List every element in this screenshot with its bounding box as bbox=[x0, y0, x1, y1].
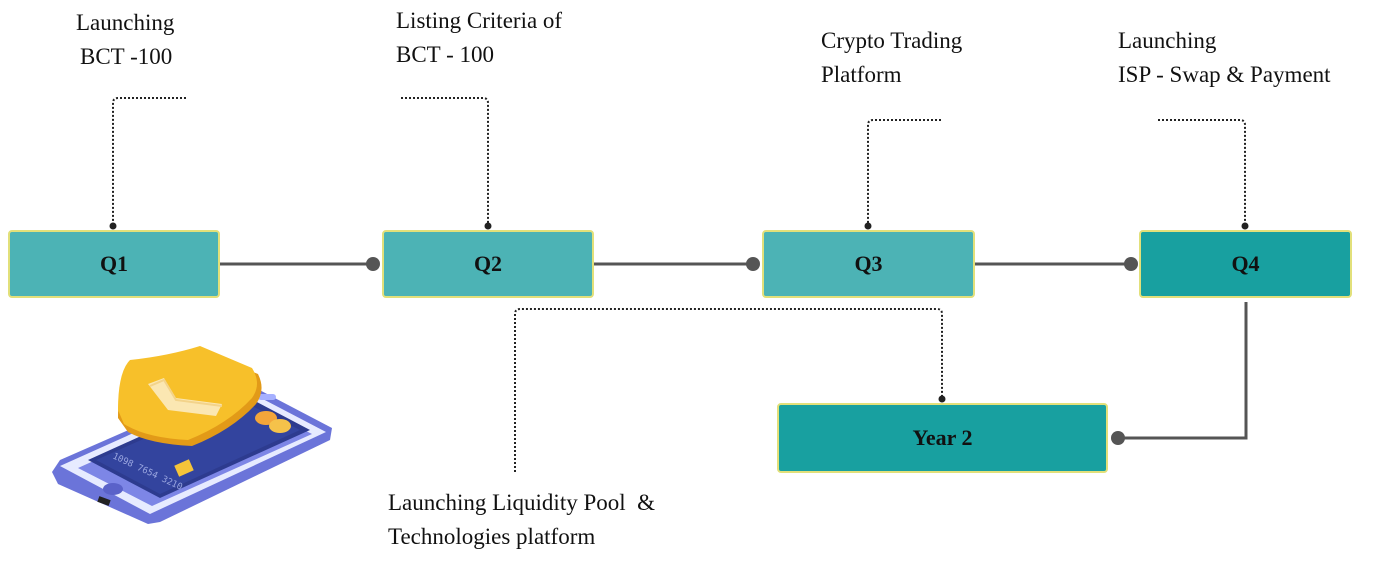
milestone-q3: Q3 bbox=[762, 230, 975, 298]
milestone-q4-label: Q4 bbox=[1231, 251, 1260, 276]
connector-dot bbox=[366, 257, 380, 271]
milestone-q1: Q1 bbox=[8, 230, 220, 298]
milestone-q2: Q2 bbox=[382, 230, 594, 298]
callout-q4 bbox=[1158, 119, 1246, 225]
callout-year2 bbox=[514, 308, 943, 472]
callout-q2 bbox=[401, 97, 489, 225]
label-bottom-line1: Launching Liquidity Pool & bbox=[388, 490, 656, 515]
connector-dot bbox=[1111, 431, 1125, 445]
label-q4-line1: Launching bbox=[1118, 28, 1217, 53]
connector-dot bbox=[746, 257, 760, 271]
label-q2-line2: BCT - 100 bbox=[396, 42, 494, 67]
milestone-q1-label: Q1 bbox=[99, 251, 129, 276]
label-q1: Launching BCT -100 bbox=[76, 6, 174, 74]
label-q1-line1: Launching bbox=[76, 10, 175, 35]
label-bottom-line2: Technologies platform bbox=[388, 524, 596, 549]
label-q3: Crypto Trading Platform bbox=[821, 24, 962, 92]
milestone-year2-label: Year 2 bbox=[912, 425, 973, 450]
milestone-q2-label: Q2 bbox=[473, 251, 503, 276]
connector-q4-year2 bbox=[1118, 302, 1248, 440]
label-q3-line2: Platform bbox=[821, 62, 902, 87]
milestone-q3-label: Q3 bbox=[854, 251, 883, 276]
label-q3-line1: Crypto Trading bbox=[821, 28, 963, 53]
callout-q1 bbox=[112, 97, 186, 225]
label-q4-line2: ISP - Swap & Payment bbox=[1118, 62, 1331, 87]
connector-dot bbox=[1124, 257, 1138, 271]
milestone-q4: Q4 bbox=[1139, 230, 1352, 298]
label-q2-line1: Listing Criteria of bbox=[396, 8, 563, 33]
label-q1-line2: BCT -100 bbox=[80, 44, 173, 69]
label-q4: Launching ISP - Swap & Payment bbox=[1118, 24, 1331, 92]
label-bottom: Launching Liquidity Pool & Technologies … bbox=[388, 486, 655, 554]
milestone-year2: Year 2 bbox=[777, 403, 1108, 473]
callout-q3 bbox=[867, 119, 941, 225]
label-q2: Listing Criteria of BCT - 100 bbox=[396, 4, 562, 72]
